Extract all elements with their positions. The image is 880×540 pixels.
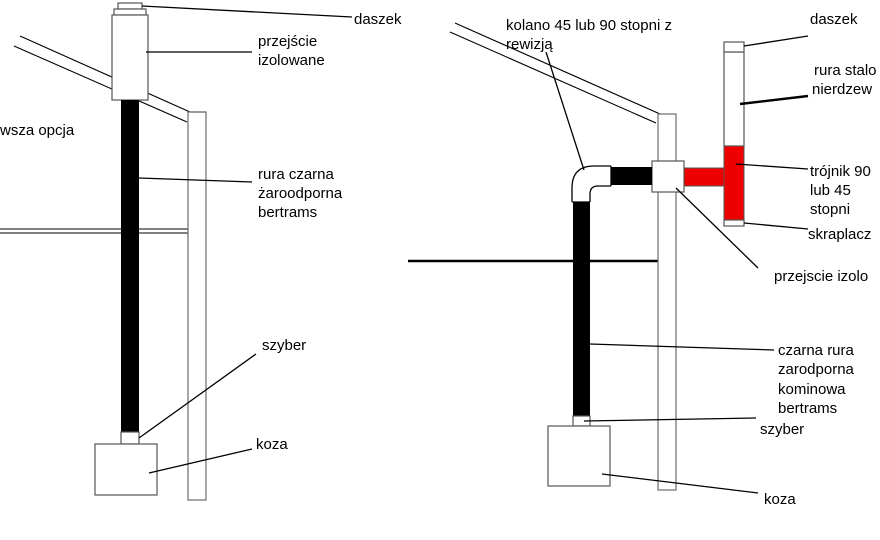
right-diagram: kolano 45 lub 90 stopni z rewizją daszek… [408, 11, 877, 508]
left-insulated-transition [111, 14, 149, 101]
left-leader-rura [138, 177, 253, 183]
left-diagram: daszek przejście izolowane wsza opcja ru… [0, 2, 402, 501]
left-stove [94, 443, 158, 496]
left-damper [120, 431, 140, 445]
left-wall [187, 111, 207, 501]
left-cap [113, 2, 147, 16]
left-label-daszek: daszek [354, 11, 402, 28]
right-leader-rura-stal [739, 94, 809, 106]
right-leader-kolano [545, 51, 585, 171]
right-black-horizontal-pipe [611, 167, 652, 185]
right-black-vertical-pipe [573, 202, 590, 416]
right-leader-daszek [743, 35, 809, 47]
left-label-przejscie-1: przejście [258, 33, 317, 50]
left-roof [13, 35, 191, 123]
right-label-trojnik-3: stopni [810, 201, 850, 218]
right-label-czarna-1: czarna rura [778, 342, 855, 359]
right-label-przejscie: przejscie izolo [774, 268, 868, 285]
right-leader-skraplacz [743, 222, 809, 230]
right-wall [657, 113, 677, 491]
left-label-szyber: szyber [262, 337, 306, 354]
left-label-rura-1: rura czarna [258, 166, 335, 183]
right-label-trojnik-1: trójnik 90 [810, 163, 871, 180]
right-red-connector [683, 167, 725, 187]
right-label-czarna-3: kominowa [778, 381, 846, 398]
right-insulated-transition [651, 160, 685, 193]
right-cap [723, 41, 745, 53]
right-label-koza: koza [764, 491, 796, 508]
right-stainless-pipe [723, 51, 745, 147]
right-stove [547, 425, 611, 487]
left-leader-koza [148, 448, 253, 474]
left-label-opcja: wsza opcja [0, 122, 75, 139]
right-elbow [571, 165, 612, 203]
left-black-pipe [121, 100, 139, 432]
left-label-rura-3: bertrams [258, 204, 317, 221]
right-roof [449, 22, 661, 124]
right-leader-trojnik [735, 163, 809, 170]
right-label-rura-stal-1: rura stalo [814, 62, 877, 79]
left-label-rura-2: żaroodporna [258, 185, 343, 202]
left-leader-szyber [138, 353, 257, 439]
left-label-koza: koza [256, 436, 288, 453]
right-leader-szyber [583, 417, 757, 422]
right-label-daszek: daszek [810, 11, 858, 28]
left-label-przejscie-2: izolowane [258, 52, 325, 69]
right-label-kolano-1: kolano 45 lub 90 stopni z [506, 17, 672, 34]
right-leader-czarna [589, 343, 775, 351]
right-leader-przejscie [675, 187, 759, 269]
right-red-tee [723, 145, 745, 221]
right-label-rura-stal-2: nierdzew [812, 81, 872, 98]
right-leader-koza [601, 473, 759, 494]
right-condensate-trap [723, 219, 745, 227]
right-label-szyber: szyber [760, 421, 804, 438]
left-leader-daszek [141, 5, 353, 18]
right-label-skraplacz: skraplacz [808, 226, 871, 243]
left-ceiling [0, 228, 188, 234]
right-label-czarna-4: bertrams [778, 400, 837, 417]
right-label-trojnik-2: lub 45 [810, 182, 851, 199]
right-label-czarna-2: zarodporna [778, 361, 855, 378]
right-label-kolano-2: rewizją [506, 36, 553, 53]
